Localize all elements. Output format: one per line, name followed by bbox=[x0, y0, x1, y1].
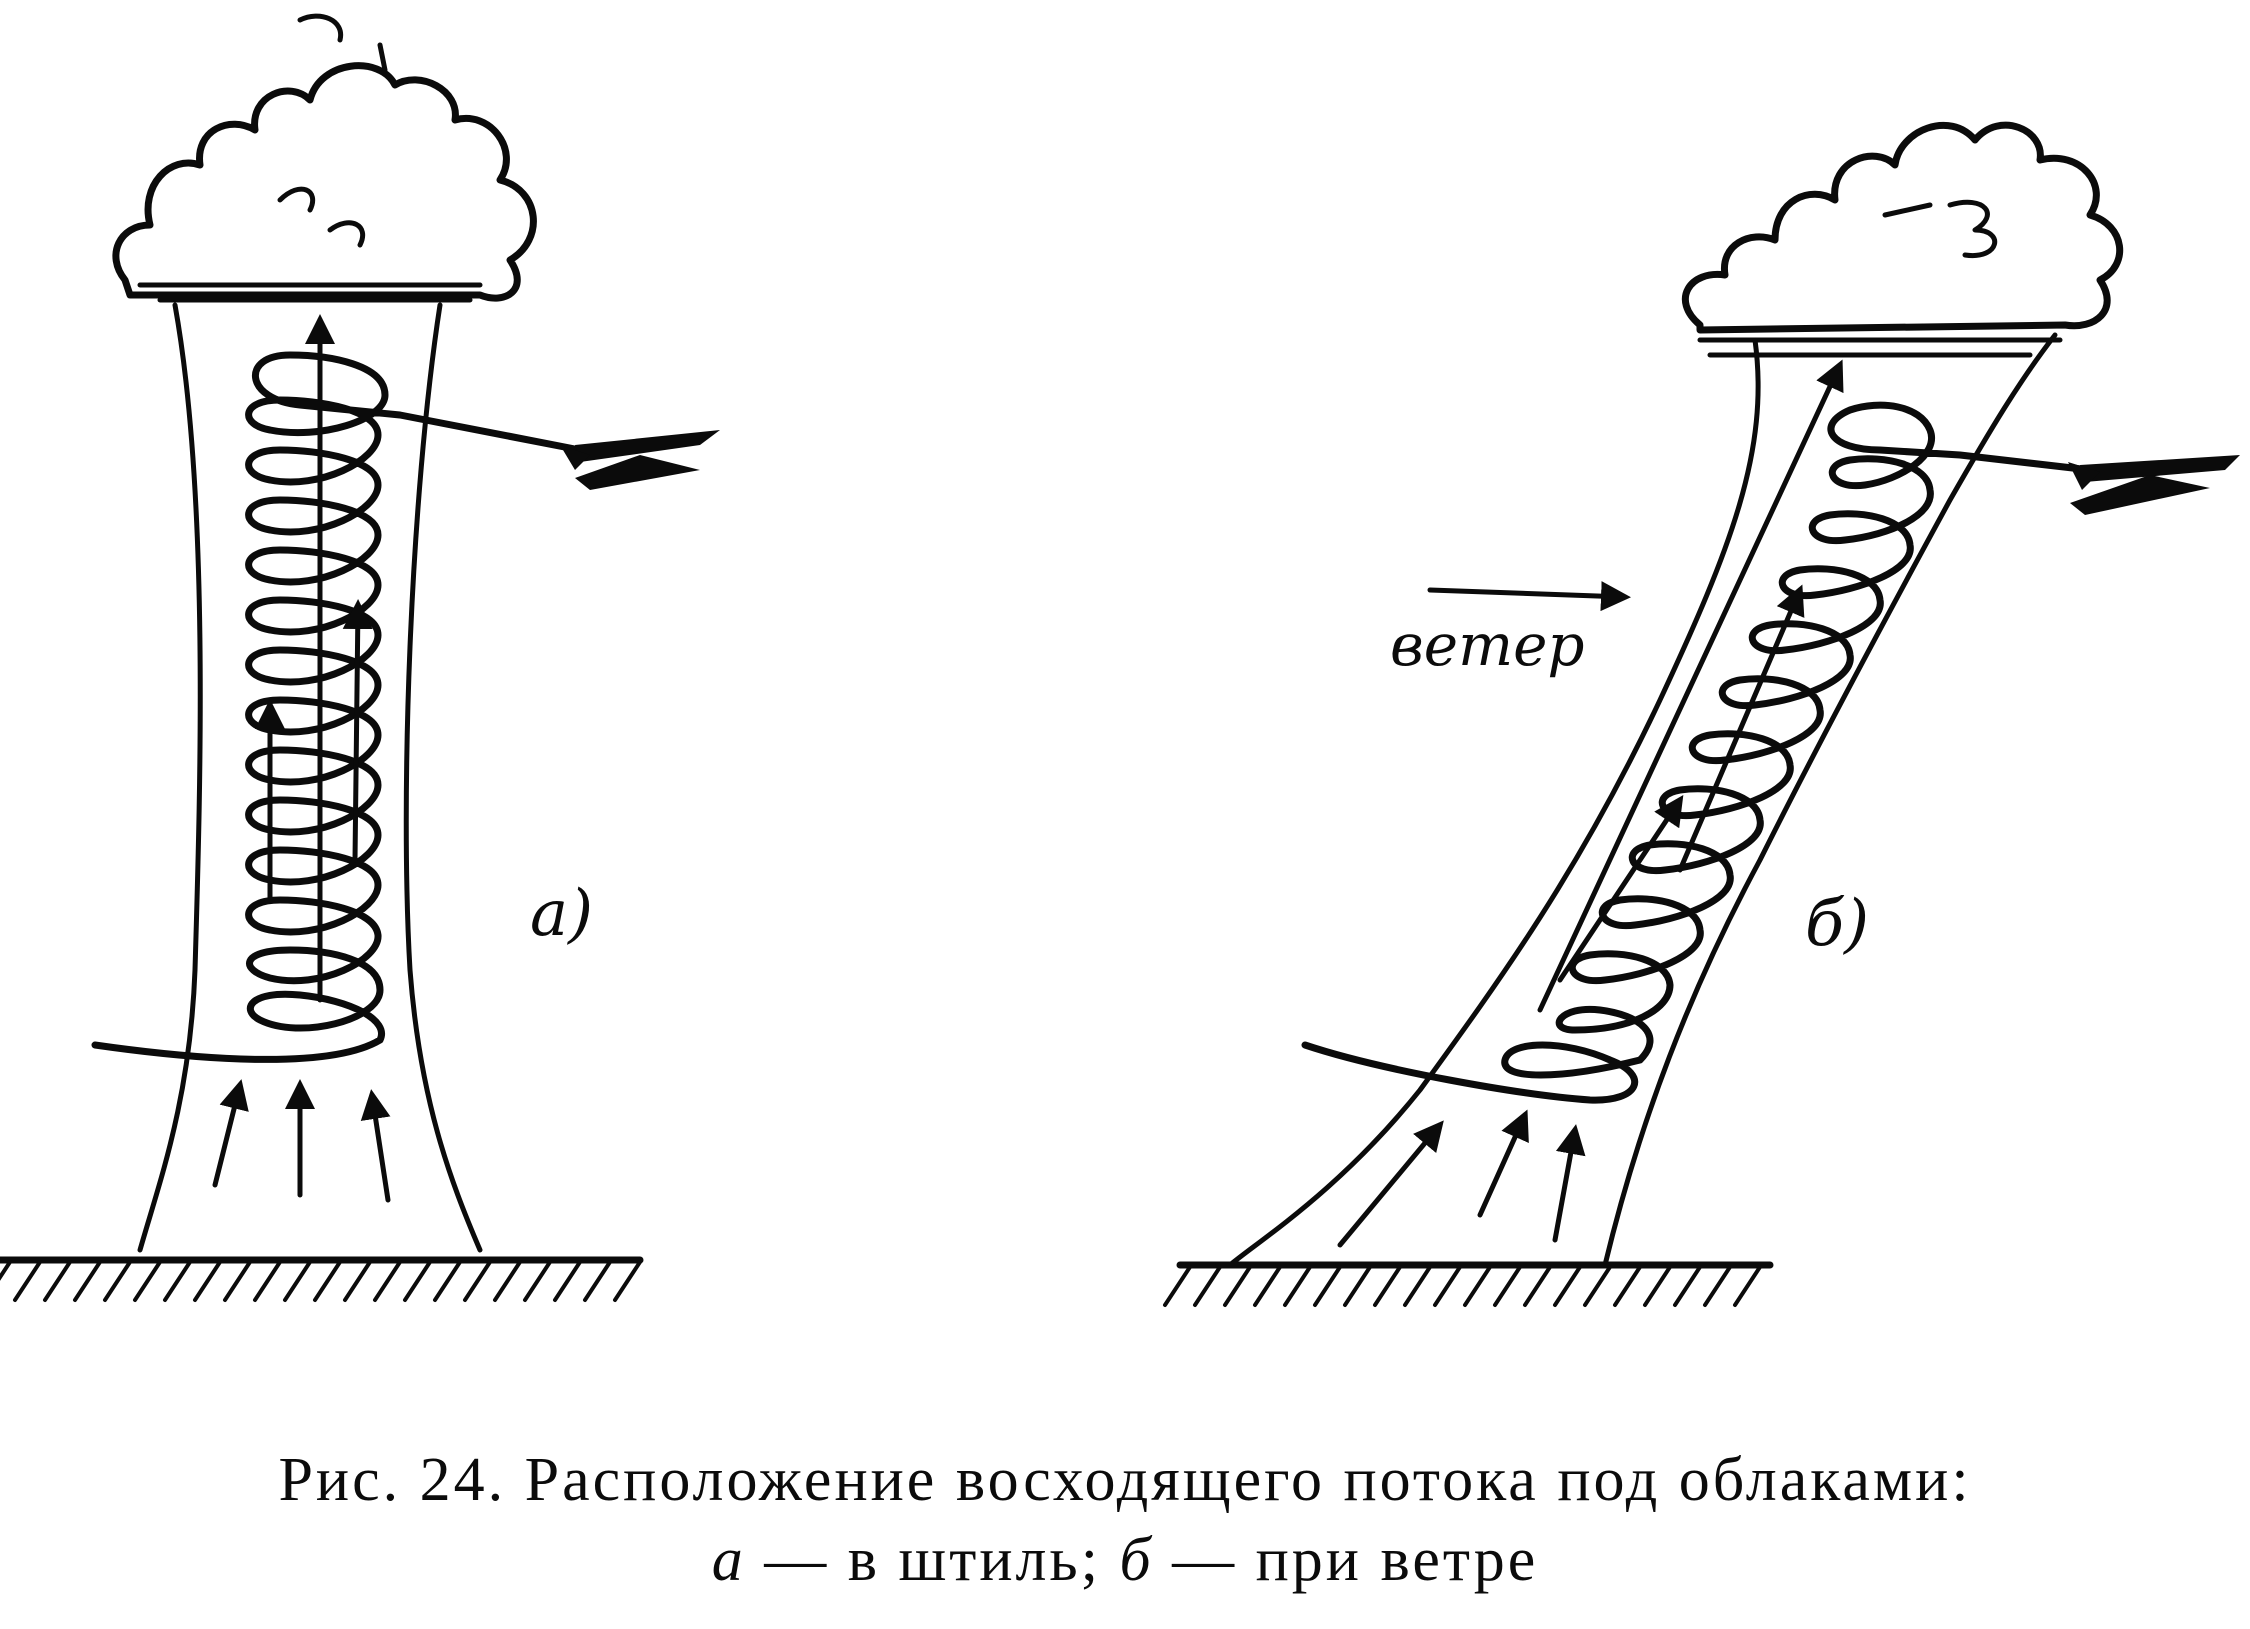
glider-icon bbox=[2068, 455, 2240, 515]
panel-b: ветер б) bbox=[1163, 121, 2240, 1307]
caption-prefix: Рис. 24. bbox=[278, 1446, 507, 1514]
figure-caption: Рис. 24. Расположение восходящего потока… bbox=[0, 1440, 2250, 1600]
ground-hatch-icon bbox=[0, 1256, 644, 1302]
column-wall-left bbox=[137, 302, 203, 1253]
arrow-icon bbox=[1537, 359, 1844, 1013]
arrow-icon bbox=[342, 599, 373, 863]
caption-b-letter: б bbox=[1119, 1526, 1154, 1594]
column-wall-right bbox=[403, 302, 483, 1253]
column-wall-left bbox=[1227, 337, 1761, 1268]
caption-line-1: Рис. 24. Расположение восходящего потока… bbox=[0, 1440, 2250, 1520]
panel-a-label: a) bbox=[530, 877, 593, 951]
ground-hatch-icon bbox=[1163, 1261, 1774, 1307]
arrow-icon bbox=[360, 1089, 391, 1203]
arrow-icon bbox=[1557, 795, 1684, 983]
wind-label: ветер bbox=[1390, 611, 1585, 679]
caption-title: Расположение восходящего потока под обла… bbox=[524, 1446, 1972, 1514]
arrow-icon bbox=[1552, 1124, 1586, 1243]
arrow-icon bbox=[1677, 584, 1805, 873]
panel-a: a) bbox=[0, 13, 720, 1302]
caption-a-letter: а bbox=[711, 1526, 746, 1594]
glider-icon bbox=[560, 430, 720, 490]
cloud-icon bbox=[112, 62, 537, 302]
wind-arrow-icon bbox=[1427, 581, 1631, 612]
spiral-icon bbox=[1301, 401, 2094, 1104]
spiral-icon bbox=[91, 351, 584, 1063]
cloud-icon bbox=[1681, 121, 2124, 334]
column-wall-right bbox=[1602, 332, 2058, 1268]
panel-b-label: б) bbox=[1805, 887, 1869, 961]
caption-b-text: — при ветре bbox=[1172, 1526, 1539, 1594]
arrow-icon bbox=[212, 1079, 249, 1188]
caption-a-text: — в штиль; bbox=[764, 1526, 1101, 1594]
arrow-icon bbox=[1337, 1120, 1444, 1248]
caption-line-2: а — в штиль; б — при ветре bbox=[0, 1520, 2250, 1600]
arrow-icon bbox=[1477, 1109, 1529, 1218]
